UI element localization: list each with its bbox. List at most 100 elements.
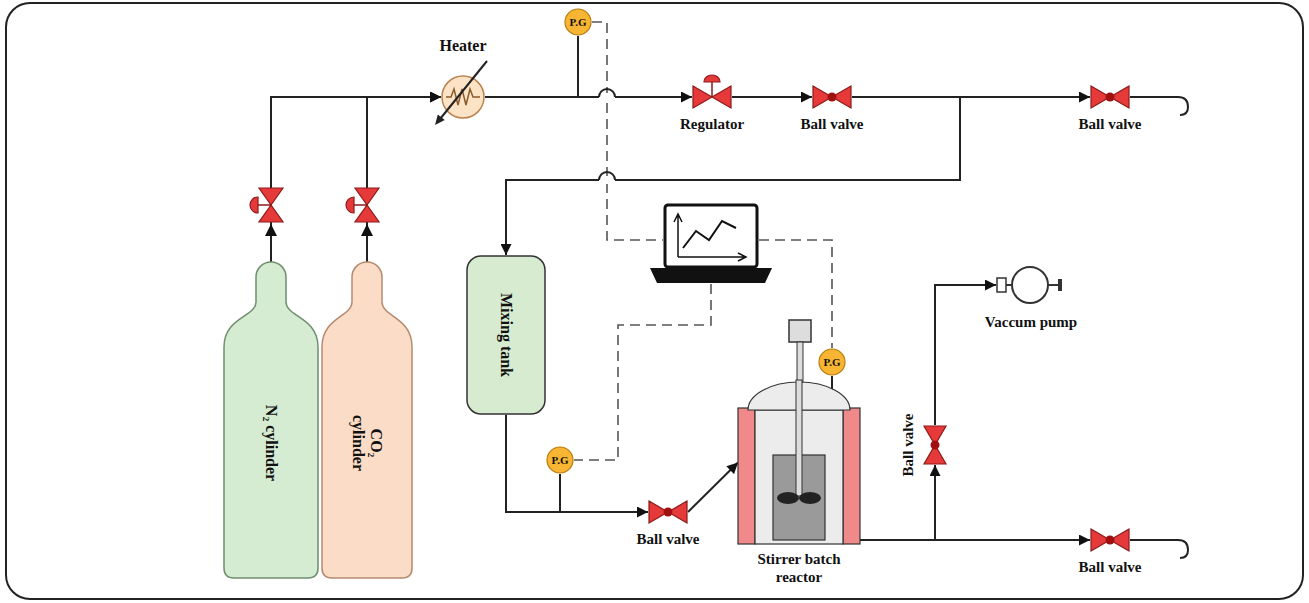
- gas-pipe: [860, 465, 935, 540]
- signal-line: [592, 22, 663, 240]
- node-label: Regulator: [680, 116, 744, 133]
- pipe-end: [1130, 97, 1188, 115]
- ball-valve: Ball valve: [1090, 85, 1130, 109]
- mixing-tank-part: [467, 256, 545, 414]
- gas-cylinder: N₂ cylinder: [222, 262, 320, 580]
- batch-reactor-part: [777, 492, 799, 504]
- needle-valve: [346, 188, 379, 236]
- stirrer-shaft: [797, 342, 803, 382]
- line-hops: [599, 89, 615, 184]
- vacuum-pump-part: [1012, 267, 1048, 303]
- laptop-base: [650, 268, 772, 283]
- chart-line: [683, 221, 736, 248]
- batch-reactor-part: [738, 408, 755, 544]
- ball-valve-shape: [812, 85, 852, 109]
- gas-pipe: [506, 97, 960, 255]
- hop-gap: [599, 93, 615, 101]
- gas-cylinder: CO₂ cylinder: [320, 262, 414, 580]
- gas-pipe: [688, 463, 738, 513]
- node-label: Ball valve: [637, 531, 700, 548]
- gas-pipe: [506, 415, 648, 512]
- gas-pipe: [860, 539, 1090, 541]
- batch-reactor-part: [799, 492, 821, 504]
- hop-gap: [599, 176, 615, 184]
- pressure-gauge: P.G: [818, 348, 846, 376]
- needle-valve: [250, 188, 283, 236]
- pressure-gauge-part: [819, 349, 845, 375]
- frame: [6, 3, 1303, 599]
- node-label: P.G: [823, 356, 840, 369]
- ball-valve: Ball valve: [648, 500, 688, 524]
- node-label: CO₂ cylinder: [349, 403, 386, 483]
- vacuum-pump-part: [997, 278, 1006, 292]
- valve-body: [355, 188, 379, 222]
- signal-line: [759, 240, 832, 348]
- node-label: Ball valve: [1079, 559, 1142, 576]
- ball-valve-part: [813, 86, 851, 108]
- ball-valve-part: [1106, 93, 1115, 102]
- ball-valve: Ball valve: [923, 425, 947, 465]
- pressure-regulator: Regulator: [692, 85, 732, 109]
- flow-arrow: [265, 224, 277, 236]
- ball-valve-shape: [1090, 85, 1130, 109]
- node-label: P.G: [551, 454, 568, 467]
- ball-valve-part: [828, 93, 837, 102]
- gas-pipe: [367, 97, 441, 262]
- ball-valve-part: [1091, 86, 1129, 108]
- ball-valve-part: [931, 441, 940, 450]
- node-label: P.G: [569, 16, 586, 29]
- pressure-gauge-part: [547, 447, 573, 473]
- pressure-gauge: P.G: [546, 446, 574, 474]
- ball-valve-part: [1091, 529, 1129, 551]
- gas-cylinder-part: [224, 262, 318, 578]
- node-label: Vaccum pump: [985, 314, 1077, 331]
- pressure-gauge-part: [565, 9, 591, 35]
- node-label: Stirrer batch reactor: [739, 550, 859, 586]
- ball-valve-part: [649, 501, 687, 523]
- ball-valve-shape: [1090, 528, 1130, 552]
- node-label: Ball valve: [900, 414, 917, 477]
- gauge-stem: [577, 36, 579, 97]
- line-hop: [599, 89, 615, 97]
- valve-stem: [354, 204, 367, 206]
- pressure-regulator-part: [711, 82, 713, 97]
- ball-valve-part: [664, 508, 673, 517]
- ball-valve: Ball valve: [1090, 528, 1130, 552]
- open-ends: [1130, 97, 1188, 558]
- mixing-tank: Mixing tank: [466, 255, 546, 415]
- batch-reactor-part: [796, 380, 802, 496]
- valve-stem: [258, 204, 271, 206]
- flow-arrow: [361, 224, 373, 236]
- pipe-end: [1130, 540, 1188, 558]
- gas-pipe: [935, 285, 996, 425]
- laptop-icon: [650, 205, 772, 283]
- gas-pipe: [485, 96, 692, 98]
- line-hop: [599, 172, 615, 180]
- vacuum-pump-part: [1058, 279, 1062, 291]
- signal-line: [574, 284, 711, 460]
- node-label: N₂ cylinder: [262, 403, 280, 483]
- batch-reactor-shape: [738, 380, 860, 545]
- vacuum-pump-shape: [996, 263, 1066, 307]
- pressure-gauge: P.G: [564, 8, 592, 36]
- pressure-regulator-part: [693, 86, 731, 108]
- node-label: Ball valve: [801, 116, 864, 133]
- batch-reactor-part: [843, 408, 860, 544]
- valve-handle: [346, 197, 354, 213]
- pressure-regulator-part: [704, 75, 720, 82]
- node-label: Mixing tank: [497, 293, 515, 377]
- heater-shape: [441, 75, 485, 119]
- heater-part: [440, 61, 487, 119]
- ball-valve-shape: [648, 500, 688, 524]
- motor-box: [789, 320, 811, 342]
- chart-axes: [674, 214, 746, 261]
- gauge-stem: [559, 474, 561, 512]
- heater-part: [442, 76, 484, 118]
- gas-pipe: [271, 97, 441, 262]
- stirrer-motor: [789, 320, 811, 382]
- laptop-screen: [665, 205, 757, 267]
- gas-cylinder-part: [322, 262, 412, 578]
- node-label: Ball valve: [1079, 116, 1142, 133]
- heater-part: [435, 114, 445, 125]
